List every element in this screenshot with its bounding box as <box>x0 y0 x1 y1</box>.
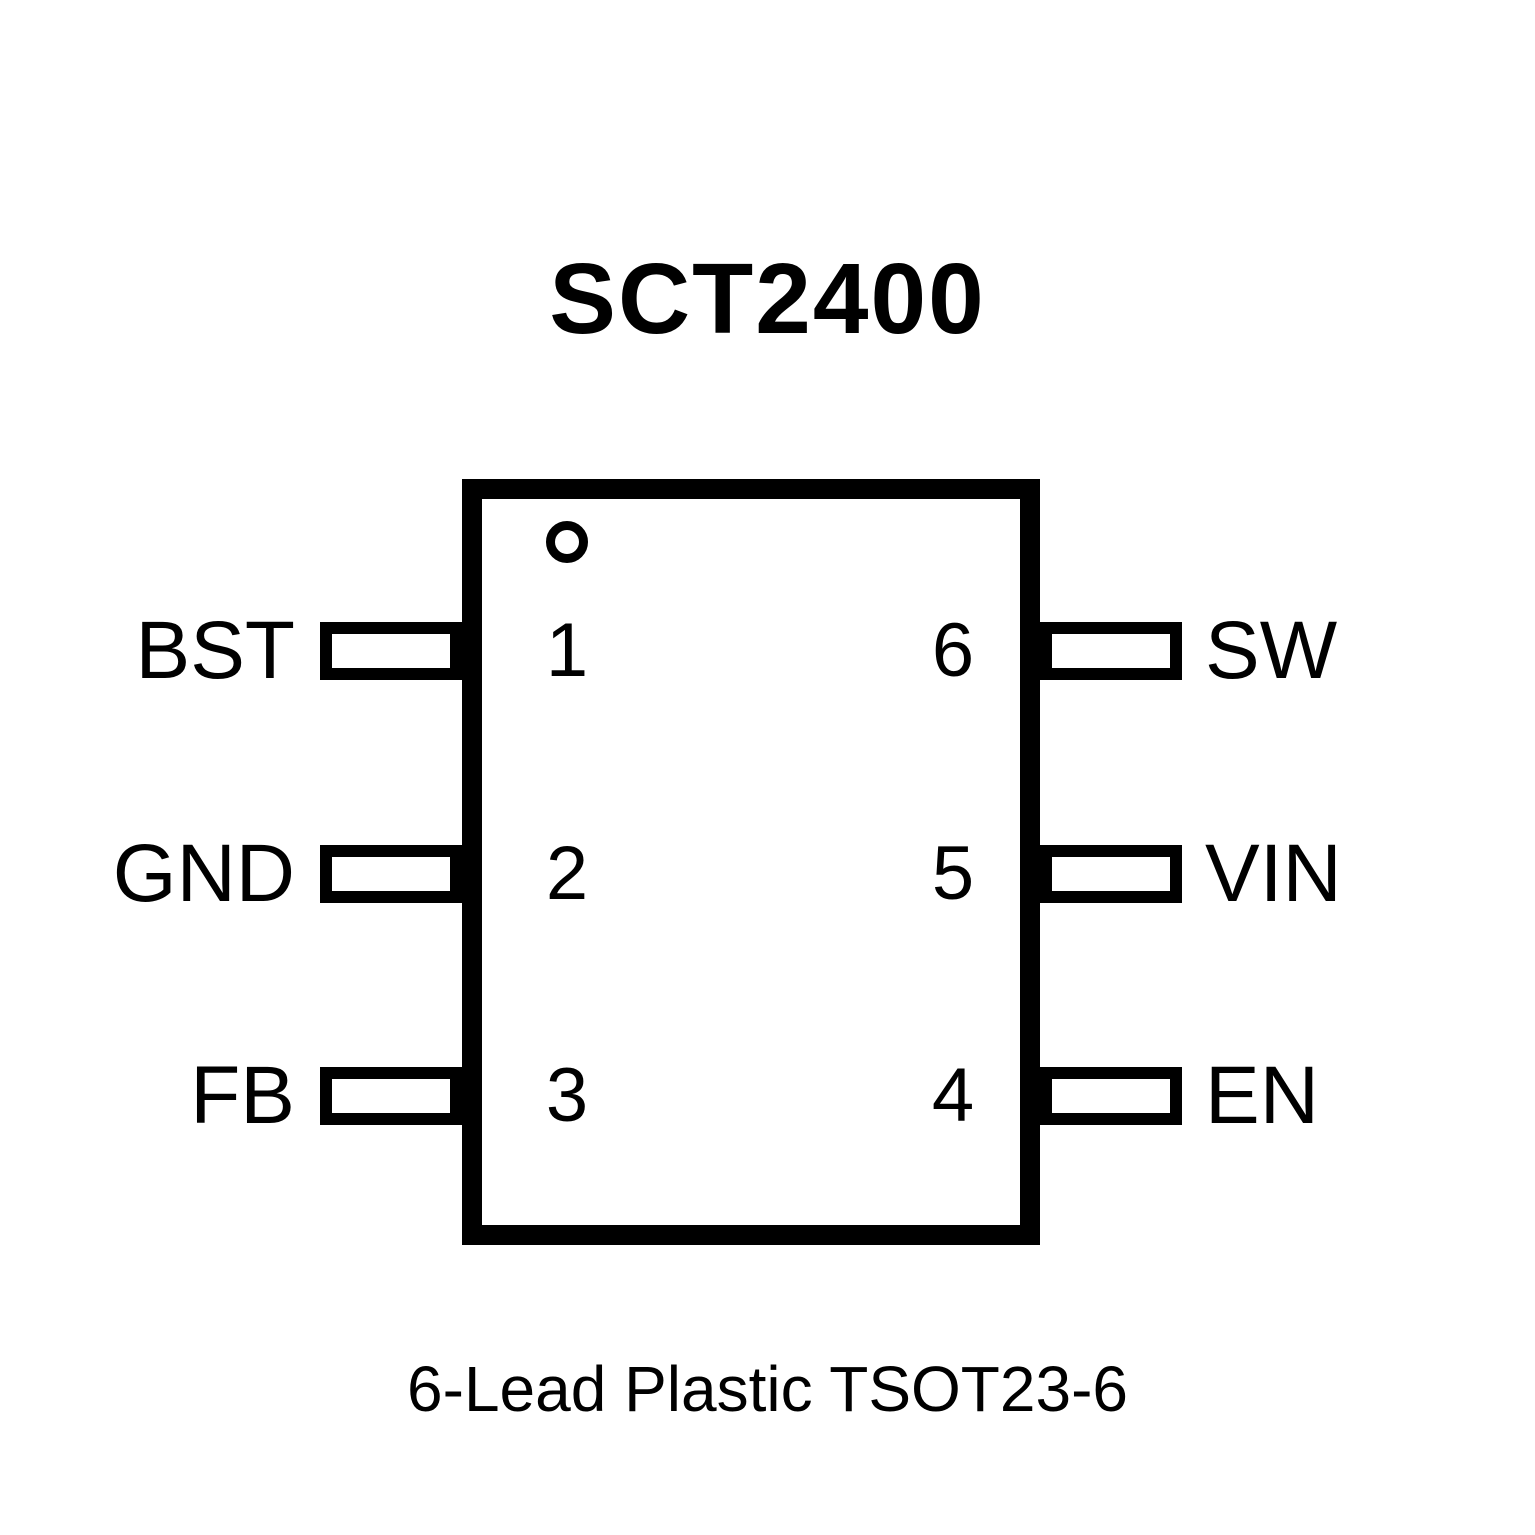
pin-label-gnd: GND <box>112 828 295 919</box>
pin1-indicator-circle-icon <box>546 521 588 563</box>
chip-body-outline <box>462 479 1040 1245</box>
pin-number-3: 3 <box>545 1053 589 1138</box>
pin-stub-1 <box>320 622 462 680</box>
pin-label-vin: VIN <box>1205 828 1342 919</box>
pin-number-4: 4 <box>931 1053 975 1138</box>
package-caption: 6-Lead Plastic TSOT23-6 <box>407 1353 1128 1425</box>
pin-number-2: 2 <box>545 831 589 916</box>
pin-stub-5 <box>1040 845 1182 903</box>
pin-number-6: 6 <box>931 608 975 693</box>
pin-label-bst: BST <box>135 605 295 696</box>
pin-label-sw: SW <box>1205 605 1338 696</box>
pin-label-en: EN <box>1205 1050 1319 1141</box>
pin-stub-2 <box>320 845 462 903</box>
pin-stub-3 <box>320 1067 462 1125</box>
pin-stub-6 <box>1040 622 1182 680</box>
pin-number-5: 5 <box>931 831 975 916</box>
pin-number-1: 1 <box>545 608 589 693</box>
pin-stub-4 <box>1040 1067 1182 1125</box>
chip-title: SCT2400 <box>549 243 986 355</box>
pin-label-fb: FB <box>190 1050 295 1141</box>
